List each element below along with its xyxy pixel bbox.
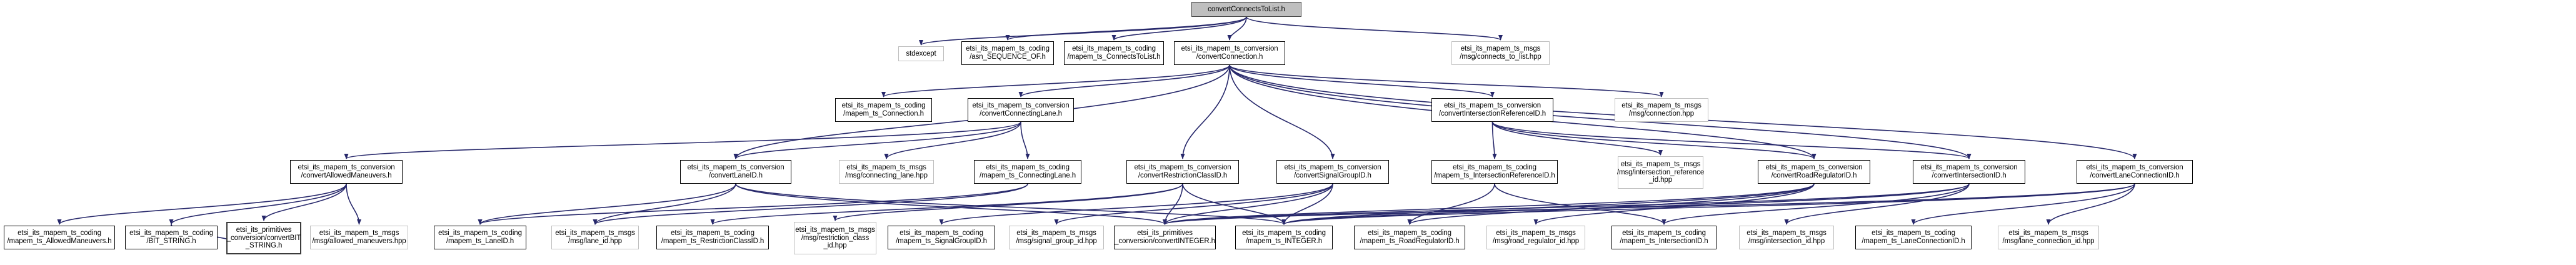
graph-edge <box>833 183 1183 221</box>
graph-edge <box>261 183 347 221</box>
graph-edge <box>1491 121 1663 156</box>
graph-node: etsi_its_mapem_ts_msgs /msg/connects_to_… <box>1451 41 1551 66</box>
graph-edge <box>1661 183 1970 225</box>
graph-edge <box>1281 183 1333 225</box>
graph-edge <box>478 183 1028 225</box>
graph-node: etsi_its_mapem_ts_msgs /msg/signal_group… <box>1009 226 1105 251</box>
graph-node: etsi_its_mapem_ts_msgs /msg/road_regulat… <box>1486 226 1586 251</box>
graph-node[interactable]: etsi_its_mapem_ts_coding /asn_SEQUENCE_O… <box>961 41 1055 66</box>
graph-edge <box>1163 183 2135 225</box>
graph-node: etsi_its_mapem_ts_msgs /msg/intersection… <box>1739 226 1835 251</box>
graph-node[interactable]: etsi_its_mapem_ts_coding /mapem_ts_Inter… <box>1431 160 1559 185</box>
graph-node[interactable]: etsi_its_mapem_ts_conversion /convertSig… <box>1276 160 1390 185</box>
graph-node[interactable]: etsi_its_mapem_ts_coding /mapem_ts_LaneC… <box>1855 226 1973 251</box>
graph-node[interactable]: etsi_its_mapem_ts_coding /mapem_ts_Conne… <box>974 160 1083 185</box>
graph-edge <box>1533 183 1815 225</box>
graph-edge <box>1911 183 2135 225</box>
graph-edge <box>1163 183 1815 225</box>
graph-node[interactable]: etsi_its_mapem_ts_coding /mapem_ts_Signa… <box>888 226 996 251</box>
graph-node[interactable]: etsi_its_mapem_ts_conversion /convertCon… <box>1174 41 1286 66</box>
graph-node[interactable]: etsi_its_primitives _conversion/convertB… <box>226 222 302 255</box>
graph-edge <box>1281 183 1815 225</box>
graph-edge <box>346 183 361 225</box>
graph-edge <box>1163 183 1183 225</box>
graph-edge <box>1163 183 1333 225</box>
graph-edge <box>939 183 1333 225</box>
graph-edge <box>1494 183 1666 225</box>
graph-node[interactable]: etsi_its_mapem_ts_coding /mapem_ts_RoadR… <box>1354 226 1466 251</box>
graph-node[interactable]: etsi_its_mapem_ts_conversion /convertLan… <box>680 160 793 185</box>
graph-node[interactable]: etsi_its_mapem_ts_conversion /convertRes… <box>1126 160 1240 185</box>
graph-node[interactable]: etsi_its_mapem_ts_coding /mapem_ts_Restr… <box>656 226 770 251</box>
graph-edge <box>1229 64 1495 98</box>
graph-node[interactable]: etsi_its_mapem_ts_conversion /convertRoa… <box>1758 160 1872 185</box>
graph-node[interactable]: etsi_its_mapem_ts_coding /mapem_ts_Conne… <box>1064 41 1165 66</box>
graph-node: etsi_its_mapem_ts_msgs /msg/lane_id.hpp <box>551 226 640 251</box>
graph-node[interactable]: etsi_its_mapem_ts_coding /mapem_ts_Inter… <box>1611 226 1718 251</box>
graph-edge <box>1491 121 1817 159</box>
graph-edge <box>735 183 1286 225</box>
graph-edge <box>1491 121 1497 159</box>
graph-node: etsi_its_mapem_ts_msgs /msg/lane_connect… <box>1998 226 2100 251</box>
graph-edge <box>884 121 1021 159</box>
graph-edge <box>1020 121 1030 159</box>
graph-edge <box>57 183 347 225</box>
graph-node: etsi_its_mapem_ts_msgs /msg/intersection… <box>1617 156 1705 190</box>
graph-edge <box>1407 183 1495 225</box>
graph-node[interactable]: etsi_its_mapem_ts_conversion /convertAll… <box>290 160 404 185</box>
graph-edge <box>733 121 1021 159</box>
graph-edge <box>1229 64 1972 159</box>
graph-edge <box>1229 64 1335 159</box>
graph-edge <box>1281 183 1970 225</box>
graph-node-root[interactable]: convertConnectsToList.h <box>1191 2 1303 18</box>
graph-edge <box>593 183 1028 225</box>
graph-edge <box>1005 16 1247 41</box>
graph-edge <box>169 183 347 225</box>
graph-node[interactable]: etsi_its_mapem_ts_conversion /convertCon… <box>968 98 1075 123</box>
graph-node: etsi_its_mapem_ts_msgs /msg/allowed_mane… <box>310 226 409 251</box>
graph-edge <box>478 183 736 225</box>
graph-edge <box>710 183 1183 225</box>
graph-edge <box>1111 16 1247 41</box>
graph-edge <box>1182 183 1286 225</box>
graph-edge <box>1281 183 2135 225</box>
graph-edge <box>1784 183 1970 225</box>
graph-node[interactable]: etsi_its_mapem_ts_conversion /convertLan… <box>2077 160 2194 185</box>
graph-node[interactable]: etsi_its_mapem_ts_conversion /convertInt… <box>1431 98 1555 123</box>
graph-edge <box>1407 183 1815 225</box>
graph-node: etsi_its_mapem_ts_msgs /msg/connection.h… <box>1615 98 1710 123</box>
graph-node[interactable]: etsi_its_primitives _conversion/convertI… <box>1114 226 1217 251</box>
graph-edge <box>1227 16 1247 41</box>
graph-edge <box>735 183 1167 225</box>
graph-edge <box>1491 121 1972 159</box>
graph-node[interactable]: etsi_its_mapem_ts_coding /BIT_STRING.h <box>125 226 219 251</box>
graph-edge <box>593 183 736 225</box>
graph-edge <box>1246 16 1503 41</box>
graph-edge <box>1229 64 1664 98</box>
graph-node[interactable]: etsi_its_mapem_ts_coding /mapem_ts_INTEG… <box>1235 226 1334 251</box>
graph-node: etsi_its_mapem_ts_msgs /msg/connecting_l… <box>839 160 935 185</box>
graph-node[interactable]: etsi_its_mapem_ts_conversion /convertInt… <box>1913 160 2027 185</box>
graph-edge <box>1018 64 1230 98</box>
graph-edge <box>881 64 1230 98</box>
graph-edge <box>344 121 1021 159</box>
graph-node[interactable]: etsi_its_mapem_ts_coding /mapem_ts_Allow… <box>4 226 116 251</box>
graph-node[interactable]: etsi_its_mapem_ts_coding /mapem_ts_LaneI… <box>434 226 528 251</box>
graph-node[interactable]: etsi_its_mapem_ts_coding /mapem_ts_Conne… <box>835 98 933 123</box>
graph-edge <box>1163 183 1970 225</box>
graph-node: stdexcept <box>898 46 945 62</box>
graph-node: etsi_its_mapem_ts_msgs /msg/restriction_… <box>794 222 878 256</box>
graph-edge <box>2046 183 2135 225</box>
graph-edge <box>1054 183 1333 225</box>
graph-edge <box>1180 64 1230 159</box>
